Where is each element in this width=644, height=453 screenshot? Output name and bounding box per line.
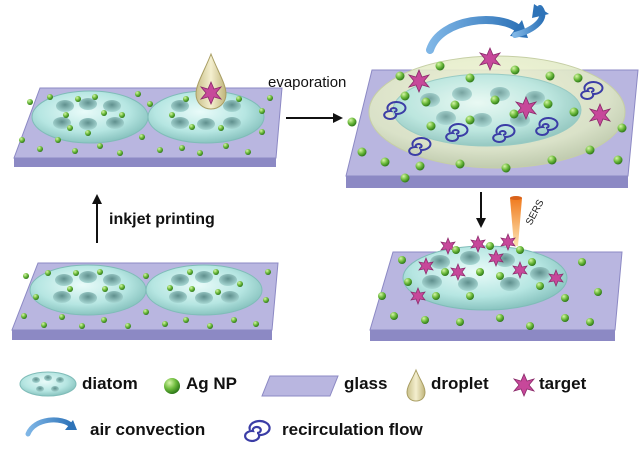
recirculation-flow <box>383 81 604 156</box>
ag-np-group <box>21 269 271 329</box>
diatom <box>29 264 147 316</box>
target-marker <box>199 80 223 106</box>
diatom <box>402 245 568 311</box>
diatom <box>392 73 582 147</box>
ag-np-group <box>378 242 602 330</box>
legend-label-diatom: diatom <box>82 374 138 393</box>
legend-air-convection-icon <box>25 417 77 437</box>
panel-top-left <box>13 52 283 167</box>
ag-np-group <box>347 61 627 183</box>
legend-recirculation-icon <box>244 419 271 443</box>
legend-label-glass: glass <box>344 374 388 393</box>
legend-label-droplet: droplet <box>431 374 489 393</box>
legend-target-icon <box>512 372 536 398</box>
legend-droplet-icon <box>406 368 426 402</box>
step-label-inkjet-printing: inkjet printing <box>109 211 215 228</box>
legend-glass-icon <box>261 375 339 397</box>
legend-label-ag-np: Ag NP <box>186 374 237 393</box>
arrow-down <box>476 192 486 228</box>
legend-ag-np-icon <box>164 378 180 394</box>
arrow-evaporation <box>286 113 343 123</box>
legend-label-air-convection: air convection <box>90 420 206 439</box>
legend-label-recirculation-flow: recirculation flow <box>282 420 423 439</box>
diatom <box>147 90 265 144</box>
target-markers <box>410 233 564 305</box>
arrow-up <box>92 194 102 243</box>
ag-np-group <box>19 91 273 156</box>
target-markers <box>407 46 612 128</box>
diatom <box>31 90 149 144</box>
legend <box>19 368 536 443</box>
legend-label-target: target <box>539 374 587 393</box>
legend-diatom-icon <box>19 371 77 397</box>
diatom <box>145 264 263 316</box>
panel-bottom-right <box>369 196 623 341</box>
air-convection-arrows <box>426 4 549 54</box>
sers-laser <box>510 196 522 246</box>
panel-bottom-left <box>11 262 279 340</box>
panel-top-right <box>345 4 639 188</box>
step-label-evaporation: evaporation <box>268 74 347 91</box>
